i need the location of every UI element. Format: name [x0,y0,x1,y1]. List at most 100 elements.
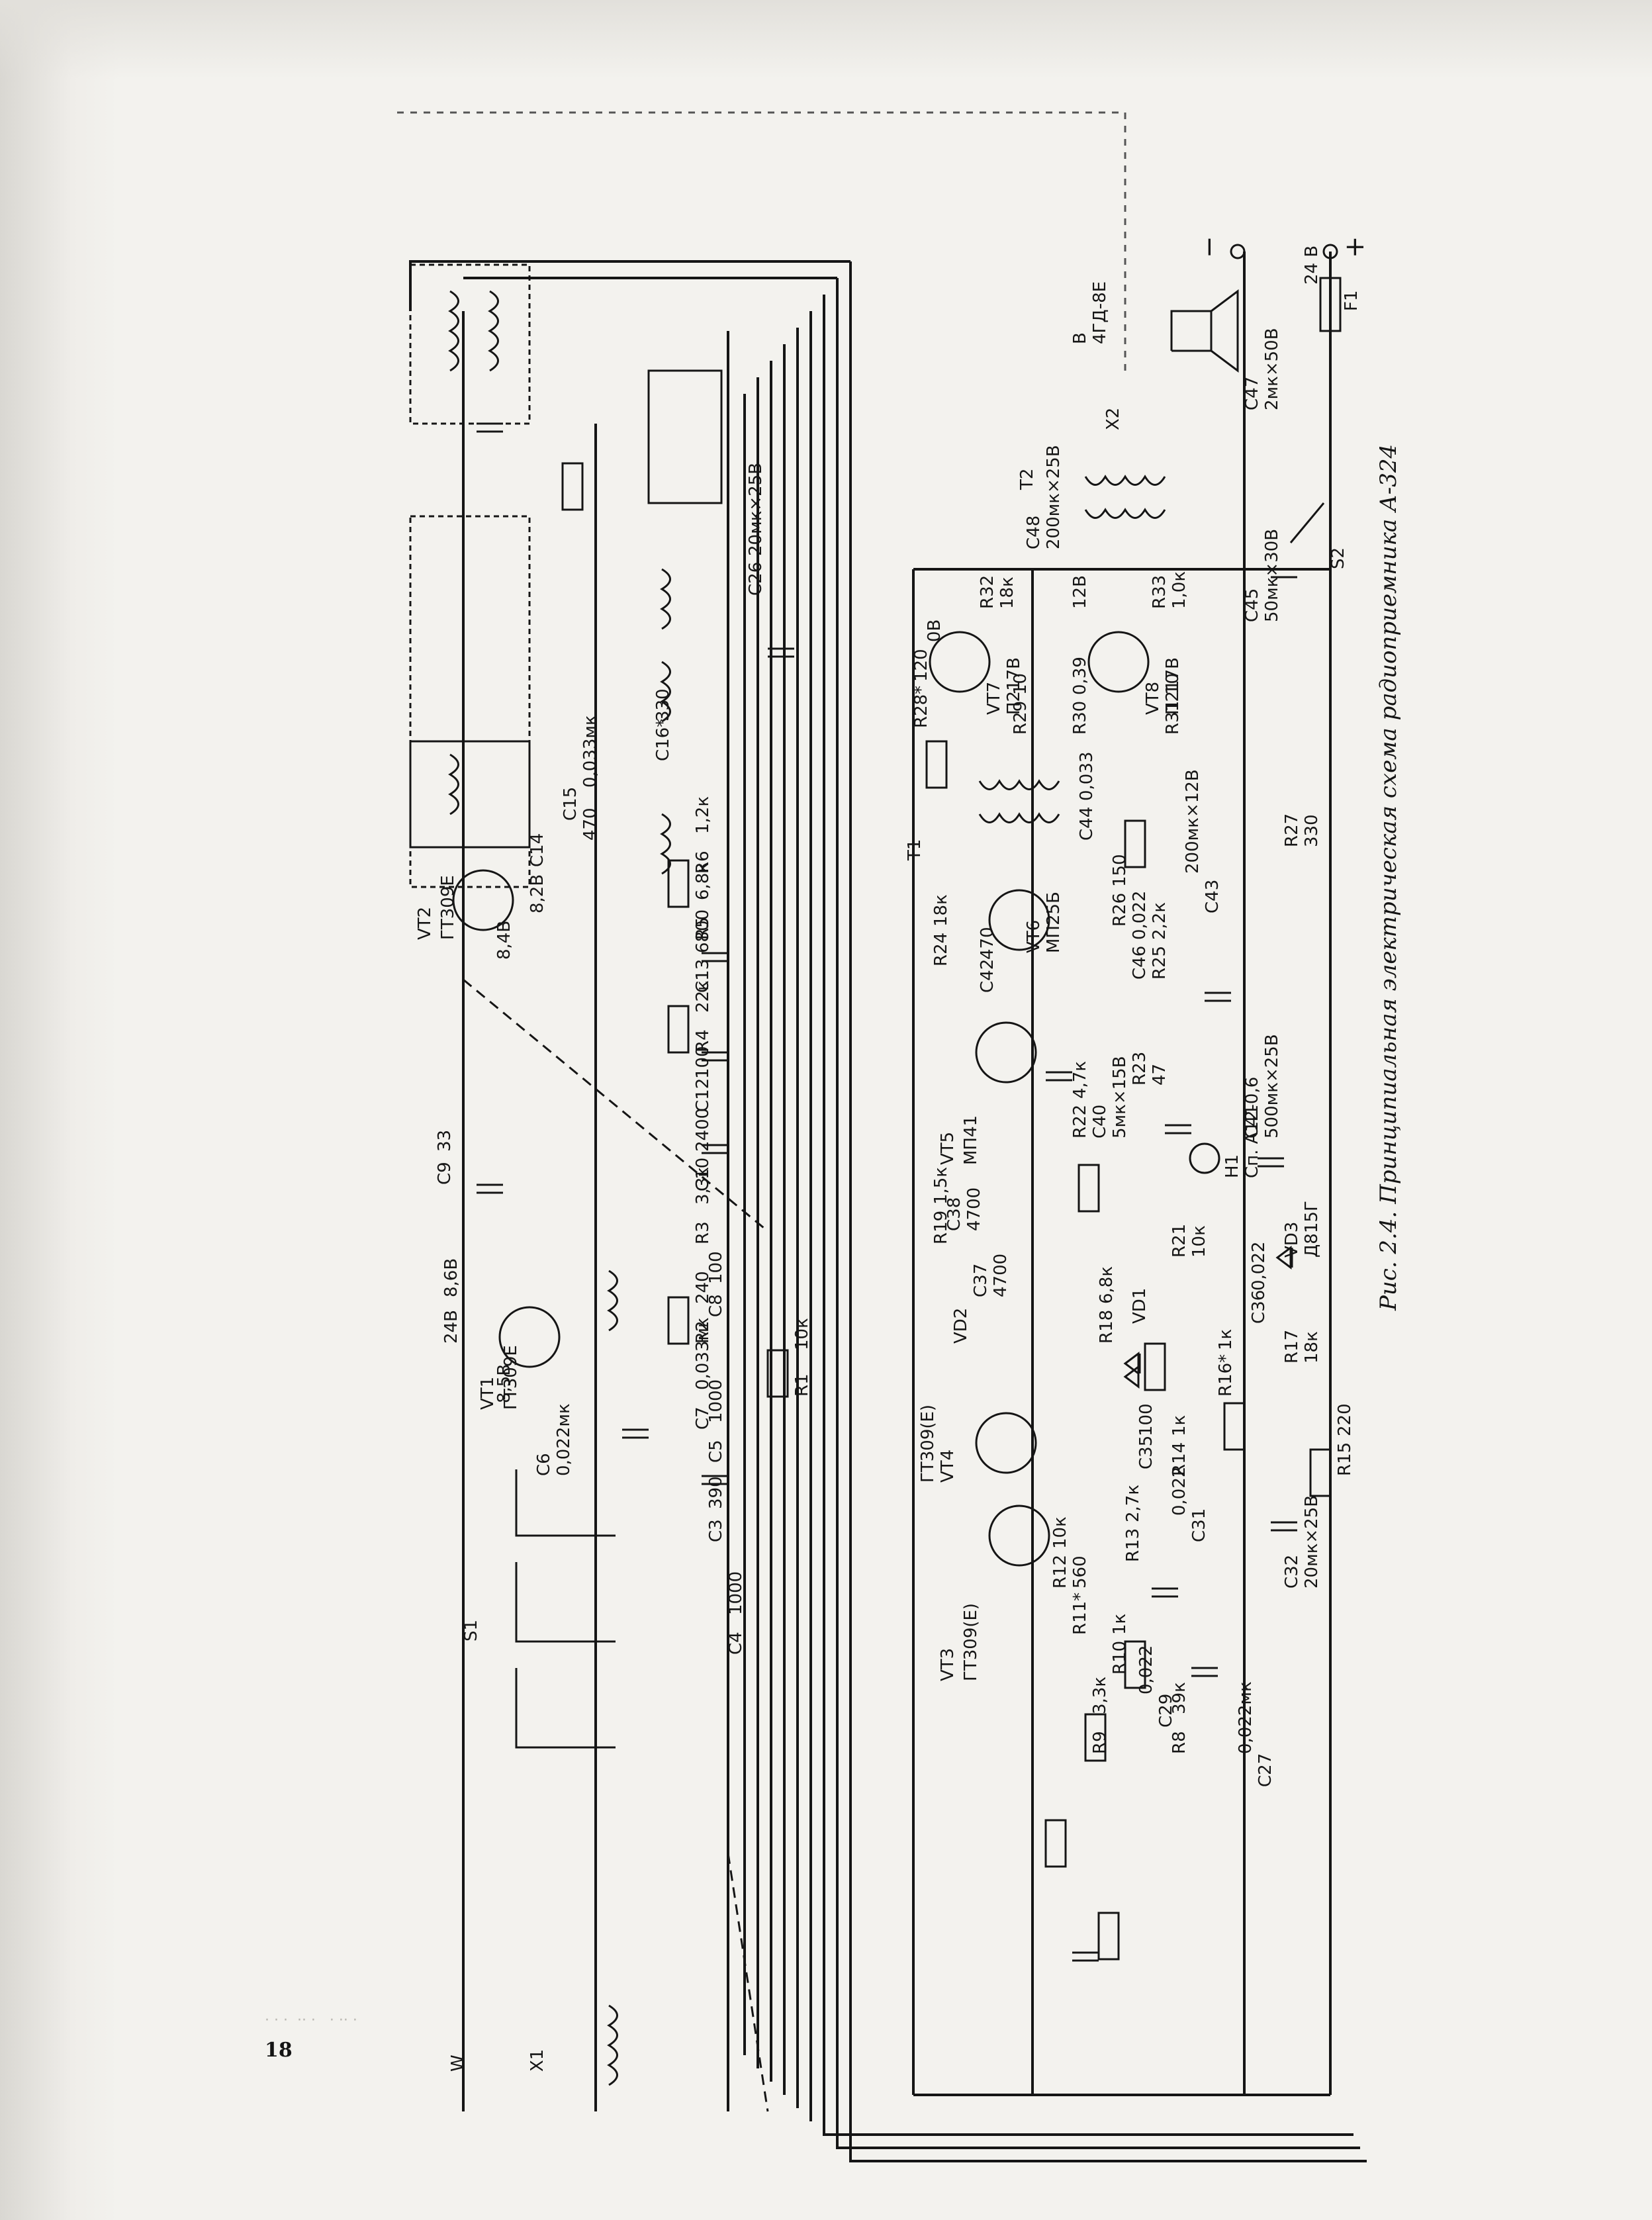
label-c38-value: 4700 [964,1187,984,1231]
label-c47: C47 [1242,377,1262,410]
label-c45: C45 [1242,588,1262,622]
label-t2: T2 [1017,469,1037,490]
label-voltage-24v: 24В [441,1310,461,1344]
component-labels: VT1 ГТ309Е VT2 ГТ309Е VT3 ГТ309(Е) VT4 Г… [415,236,1370,2072]
label-r30: R30 [1070,701,1090,735]
label-r17-value: 18к [1302,1331,1322,1364]
label-r13-value: 2,7к [1123,1485,1143,1522]
label-c13: C13 [693,959,713,993]
label-vt8-type: П217В [1163,657,1183,715]
schematic-frame [397,111,1367,2162]
label-c7-value: 0,033мк [693,1317,713,1390]
label-r21: R21 [1170,1224,1189,1258]
fuse-f1-symbol [1319,277,1342,332]
label-r33: R33 [1150,575,1170,609]
label-c5-value: 1000 [706,1379,726,1423]
label-vt2: VT2 [415,907,435,940]
label-c41-value: 500мк×25В [1262,1034,1282,1138]
label-voltage-12v: 12В [1070,575,1090,609]
label-c37: C37 [971,1264,991,1297]
label-r2: R2 [693,1320,713,1344]
label-c15: C15 [561,787,580,821]
label-s1: S1 [461,1620,481,1642]
label-r16-value: 1к [1216,1329,1236,1350]
label-c6: C6 [534,1453,554,1476]
label-c31: C31 [1189,1508,1209,1542]
label-c46: C46 [1130,946,1150,980]
label-vt4-type: ГТ309(Е) [918,1405,938,1483]
label-r18: R18 [1097,1310,1117,1344]
label-c44: C44 [1077,807,1097,841]
label-vd3: VD3 [1282,1222,1302,1258]
label-vd3-value: Д815Г [1302,1201,1322,1258]
label-r15: R15 [1335,1442,1355,1476]
label-c35-value: 100 [1136,1403,1156,1436]
label-r13: R13 [1123,1528,1143,1562]
label-r25: R25 [1150,946,1170,980]
label-x1: X1 [528,2049,547,2072]
label-c14-value: 470 [580,808,600,841]
transistor-vt5-symbol [975,1021,1037,1084]
label-voltage-82v: 8,2В [528,874,547,913]
label-speaker: B [1070,332,1090,344]
transistor-vt6-symbol [988,889,1050,951]
label-c42: C42 [978,959,997,993]
label-c14: C14 [528,833,547,867]
label-s2: S2 [1328,547,1348,569]
label-r22: R22 [1070,1105,1090,1138]
page-number: 18 [265,2039,293,2062]
label-vt5-type: МП41 [961,1115,981,1165]
label-voltage-0v: 0В [925,620,944,642]
label-r28: R28* [911,686,931,728]
label-r8-value: 39к [1170,1682,1189,1714]
label-voltage-84v: 8,4В [494,921,514,960]
label-r5: R5 [693,917,713,940]
transistor-vt4-symbol [975,1412,1037,1474]
label-voltage-85v: 8,5В [494,1364,514,1403]
label-r11: R11* [1070,1593,1090,1635]
label-r3-value: 3,3к [693,1167,713,1205]
label-f1: F1 [1342,291,1361,312]
label-r3: R3 [693,1221,713,1244]
label-c41: C41 [1242,1105,1262,1138]
label-c16: C16* [653,719,673,761]
label-c29-value: 0,022 [1136,1645,1156,1694]
transistor-vt3-symbol [988,1504,1050,1567]
label-r32: R32 [978,575,997,609]
label-c32-value: 20мк×25В [1302,1495,1322,1589]
label-c9-value: 33 [435,1130,455,1152]
label-r8: R8 [1170,1731,1189,1754]
label-c10-value: 2400 [693,1108,713,1152]
label-r14: R14 [1170,1442,1189,1476]
transistor-vt7-symbol [929,631,991,693]
label-c46-value: 0,022 [1130,891,1150,940]
label-vd1: VD1 [1130,1288,1150,1324]
label-c35: C35 [1136,1436,1156,1469]
lamp-h1-symbol [1189,1142,1220,1174]
label-c9: C9 [435,1162,455,1185]
label-c43: C43 [1203,880,1222,913]
label-r22-value: 4,7к [1070,1061,1090,1099]
label-c48-value: 200мк×25В [1044,445,1064,549]
label-c40-value: 5мк×15В [1110,1056,1130,1138]
label-c38: C38 [944,1197,964,1231]
label-r24: R24 [931,933,951,966]
label-r32-value: 18к [997,577,1017,609]
label-vt7-type: П217В [1004,657,1024,715]
label-supply-24v: 24 В [1302,246,1322,285]
af-section [925,244,1342,1962]
label-r18-value: 6,8к [1097,1266,1117,1304]
label-t1: T1 [905,839,925,861]
label-vt3: VT3 [938,1648,958,1681]
label-r14-value: 1к [1170,1415,1189,1436]
label-r19-value: 1,5к [931,1167,951,1205]
label-r25-value: 2,2к [1150,902,1170,940]
label-r6-value: 1,2к [693,796,713,834]
label-r4: R4 [693,1029,713,1052]
label-terminal-plus: + [1340,236,1370,258]
label-h1: H1 [1222,1154,1242,1178]
label-r21-value: 10к [1189,1225,1209,1258]
label-c32: C32 [1282,1555,1302,1589]
label-r2-value: 240 [693,1271,713,1304]
